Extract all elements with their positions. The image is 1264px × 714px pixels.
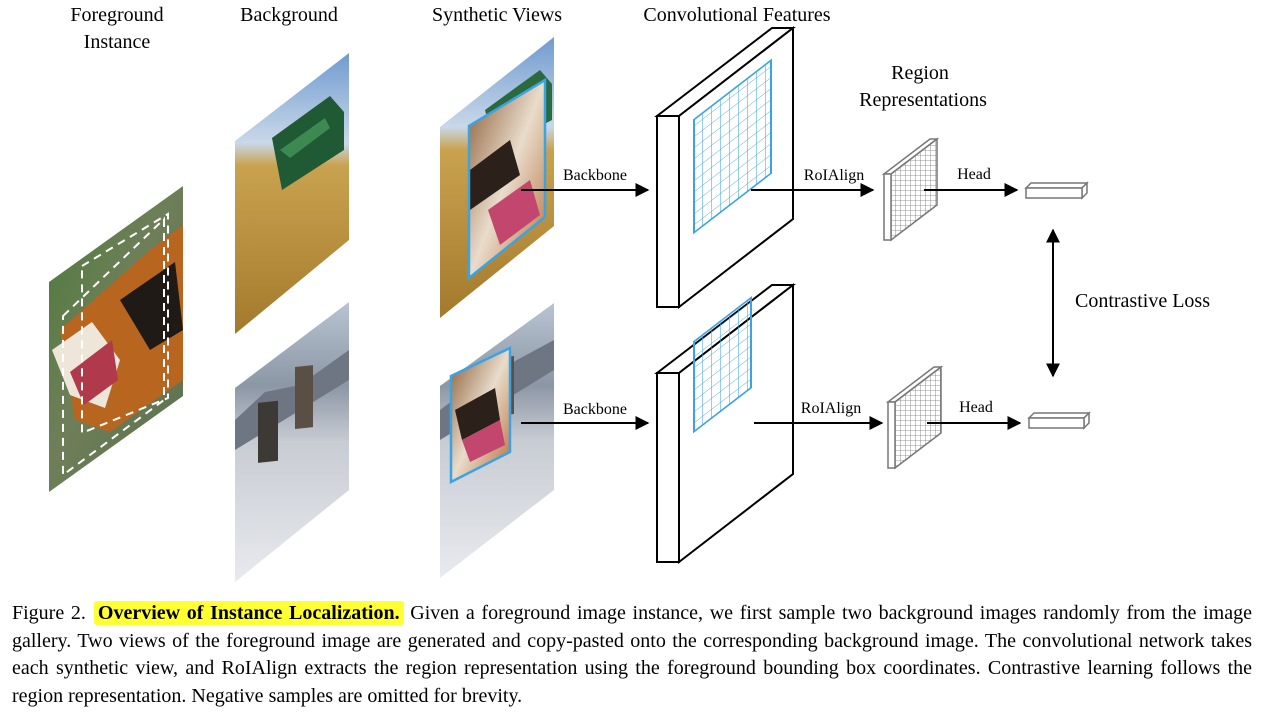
figure-caption: Figure 2. Overview of Instance Localizati… xyxy=(12,600,1252,710)
region-header-line1: Region xyxy=(891,62,949,84)
region-header-line2: Representations xyxy=(859,89,987,111)
conv-features-header: Convolutional Features xyxy=(643,4,830,26)
head-label-bottom: Head xyxy=(959,399,993,416)
synthetic-view-top xyxy=(440,37,554,318)
conv-feature-map-top xyxy=(654,25,796,310)
head-output-vector-top xyxy=(1024,181,1089,200)
head-output-vector-bottom xyxy=(1027,411,1091,430)
roialign-label-top: RoIAlign xyxy=(804,167,864,184)
background-header: Background xyxy=(240,4,338,26)
head-label-top: Head xyxy=(957,166,991,183)
caption-prefix: Figure 2. xyxy=(12,602,86,624)
synthetic-views-header: Synthetic Views xyxy=(432,4,562,26)
region-representation-bottom xyxy=(885,365,944,470)
region-representation-top xyxy=(881,137,940,242)
caption-highlight: Overview of Instance Localization. xyxy=(93,601,404,625)
foreground-header-line2: Instance xyxy=(84,31,151,53)
background-snow-image xyxy=(235,302,349,582)
roialign-label-bottom: RoIAlign xyxy=(801,400,861,417)
foreground-dog-image xyxy=(49,186,183,492)
synthetic-view-bottom xyxy=(440,303,554,578)
background-wheat-image xyxy=(235,53,349,334)
backbone-label-bottom: Backbone xyxy=(563,401,627,418)
contrastive-loss-label: Contrastive Loss xyxy=(1075,290,1210,312)
conv-feature-map-bottom xyxy=(654,282,796,565)
foreground-header-line1: Foreground xyxy=(70,4,163,26)
instance-localization-figure: Foreground Instance Background Synthetic… xyxy=(49,4,1210,582)
backbone-label-top: Backbone xyxy=(563,167,627,184)
caption-text: Given a foreground image instance, we fi… xyxy=(12,602,1252,707)
